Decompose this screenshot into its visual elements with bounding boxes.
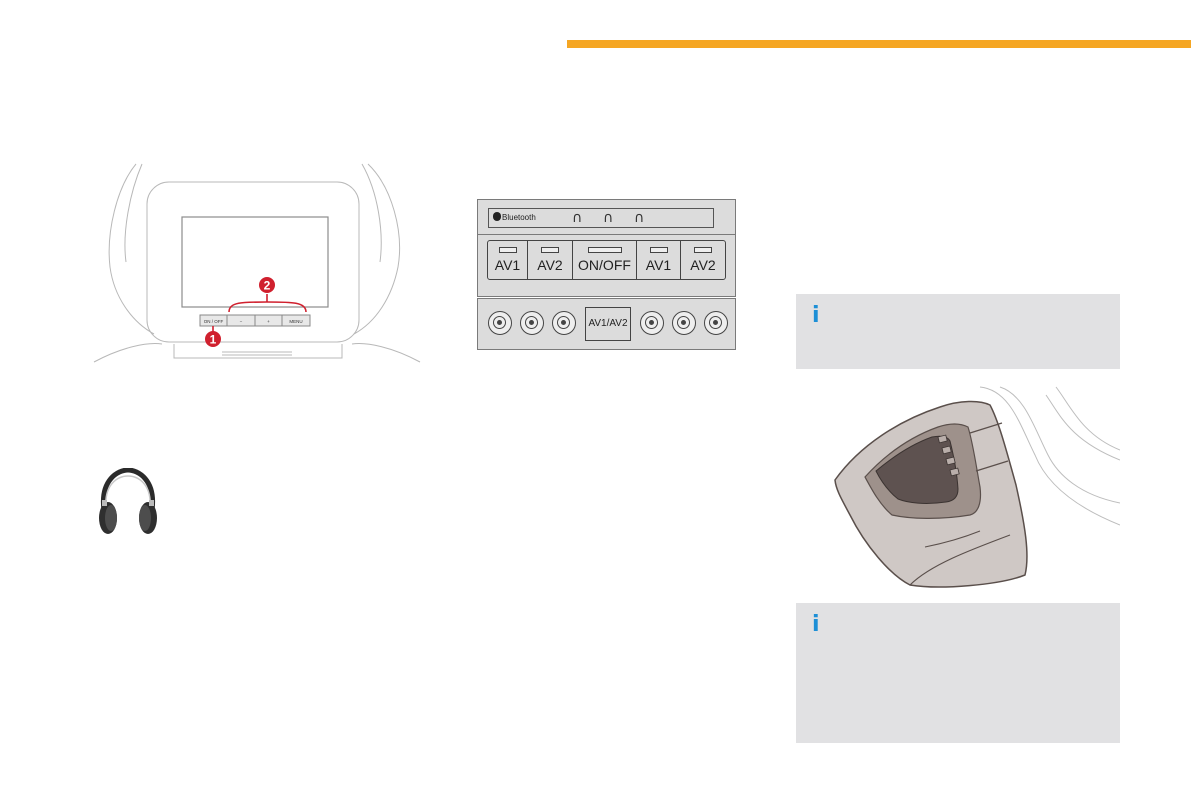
on-off-button[interactable]: ON/OFF <box>573 241 637 279</box>
indicator-led <box>498 247 517 253</box>
info-icon: i <box>812 303 820 328</box>
button-row: AV1 AV2 ON/OFF AV1 AV2 <box>487 240 726 280</box>
screen-btn-onoff: ON / OFF <box>204 319 224 324</box>
av1-av2-button[interactable]: AV1/AV2 <box>585 307 631 341</box>
callout-2-badge <box>259 277 275 293</box>
callout-1-badge <box>205 331 221 347</box>
status-strip: Bluetooth ∩ ∩ ∩ <box>488 208 714 228</box>
audio-jack[interactable] <box>640 311 664 335</box>
audio-jack[interactable] <box>520 311 544 335</box>
control-panel-top: Bluetooth ∩ ∩ ∩ <box>477 199 736 235</box>
audio-jack[interactable] <box>672 311 696 335</box>
screen-btn-minus: − <box>240 319 243 324</box>
rear-screen-illustration: ON / OFF − + MENU 2 1 <box>93 163 421 363</box>
callout-2-label: 2 <box>264 279 271 293</box>
screen-buttons-strip <box>199 314 311 327</box>
av1-button-left[interactable]: AV1 <box>488 241 528 279</box>
headphone-icon: ∩ <box>634 210 645 226</box>
av2-button-right[interactable]: AV2 <box>681 241 725 279</box>
audio-jack[interactable] <box>552 311 576 335</box>
bluetooth-logo: Bluetooth <box>493 212 536 222</box>
info-icon: i <box>812 612 820 637</box>
indicator-led <box>587 247 622 253</box>
audio-jack[interactable] <box>704 311 728 335</box>
screen-cover-illustration <box>834 386 1120 588</box>
screen-btn-menu: MENU <box>289 319 302 324</box>
control-panel-jacks: AV1/AV2 <box>477 298 736 350</box>
info-box: i <box>796 294 1120 369</box>
indicator-led <box>649 247 668 253</box>
bluetooth-icon <box>493 212 501 221</box>
control-panel-buttons: AV1 AV2 ON/OFF AV1 AV2 <box>477 235 736 297</box>
headphone-icon: ∩ <box>572 210 583 226</box>
av2-button-left[interactable]: AV2 <box>528 241 573 279</box>
av1-button-right[interactable]: AV1 <box>637 241 681 279</box>
headphone-icon: ∩ <box>603 210 614 226</box>
section-accent-bar <box>567 40 1191 48</box>
headphones-icon <box>99 468 157 534</box>
callout-1-label: 1 <box>210 333 217 347</box>
info-box: i <box>796 603 1120 743</box>
indicator-led <box>541 247 559 253</box>
screen-btn-plus: + <box>267 319 270 324</box>
audio-jack[interactable] <box>488 311 512 335</box>
indicator-led <box>694 247 712 253</box>
